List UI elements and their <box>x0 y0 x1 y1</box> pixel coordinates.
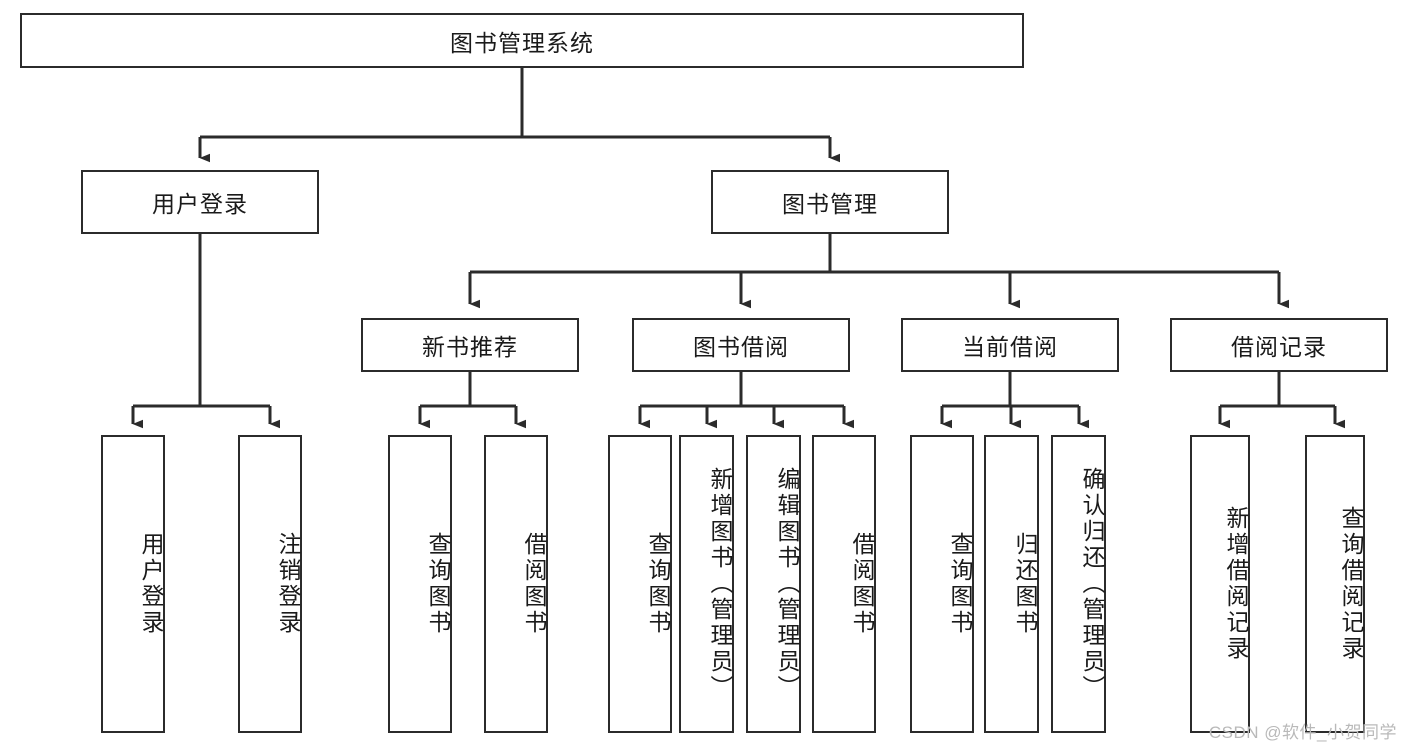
leaf-cur-return-book[interactable]: 归还图书 <box>984 435 1039 733</box>
leaf-borrow-edit-book-label: 编辑图书（管理员） <box>774 467 800 701</box>
node-current-borrow-label: 当前借阅 <box>962 334 1058 360</box>
node-new-book-rec-label: 新书推荐 <box>422 334 518 360</box>
node-borrow-record-label: 借阅记录 <box>1231 334 1327 360</box>
node-book-manage[interactable]: 图书管理 <box>711 170 949 234</box>
leaf-rec-add-record-label: 新增借阅记录 <box>1223 506 1249 662</box>
leaf-cur-query-book-label: 查询图书 <box>947 532 973 636</box>
node-book-borrow-label: 图书借阅 <box>693 334 789 360</box>
leaf-user-logout-label: 注销登录 <box>275 532 301 636</box>
leaf-rec-query-book-label: 查询图书 <box>425 532 451 636</box>
leaf-rec-add-record[interactable]: 新增借阅记录 <box>1190 435 1250 733</box>
leaf-rec-borrow-book[interactable]: 借阅图书 <box>484 435 548 733</box>
node-book-manage-label: 图书管理 <box>782 191 878 217</box>
leaf-rec-query-book[interactable]: 查询图书 <box>388 435 452 733</box>
leaf-cur-return-book-label: 归还图书 <box>1012 532 1038 636</box>
leaf-borrow-borrow-book-label: 借阅图书 <box>849 532 875 636</box>
leaf-user-logout[interactable]: 注销登录 <box>238 435 302 733</box>
leaf-cur-query-book[interactable]: 查询图书 <box>910 435 974 733</box>
leaf-user-login-label: 用户登录 <box>138 532 164 636</box>
leaf-rec-query-record-label: 查询借阅记录 <box>1338 506 1364 662</box>
leaf-borrow-add-book[interactable]: 新增图书（管理员） <box>679 435 734 733</box>
node-new-book-rec[interactable]: 新书推荐 <box>361 318 579 372</box>
node-current-borrow[interactable]: 当前借阅 <box>901 318 1119 372</box>
node-root-label: 图书管理系统 <box>450 29 594 56</box>
node-borrow-record[interactable]: 借阅记录 <box>1170 318 1388 372</box>
node-user-login[interactable]: 用户登录 <box>81 170 319 234</box>
leaf-cur-confirm-return-label: 确认归还（管理员） <box>1079 467 1105 701</box>
leaf-user-login[interactable]: 用户登录 <box>101 435 165 733</box>
leaf-borrow-edit-book[interactable]: 编辑图书（管理员） <box>746 435 801 733</box>
leaf-borrow-query-book-label: 查询图书 <box>645 532 671 636</box>
leaf-borrow-query-book[interactable]: 查询图书 <box>608 435 672 733</box>
leaf-rec-query-record[interactable]: 查询借阅记录 <box>1305 435 1365 733</box>
node-user-login-label: 用户登录 <box>152 191 248 217</box>
leaf-rec-borrow-book-label: 借阅图书 <box>521 532 547 636</box>
leaf-borrow-borrow-book[interactable]: 借阅图书 <box>812 435 876 733</box>
leaf-borrow-add-book-label: 新增图书（管理员） <box>707 467 733 701</box>
leaf-cur-confirm-return[interactable]: 确认归还（管理员） <box>1051 435 1106 733</box>
node-book-borrow[interactable]: 图书借阅 <box>632 318 850 372</box>
node-root[interactable]: 图书管理系统 <box>20 13 1024 68</box>
